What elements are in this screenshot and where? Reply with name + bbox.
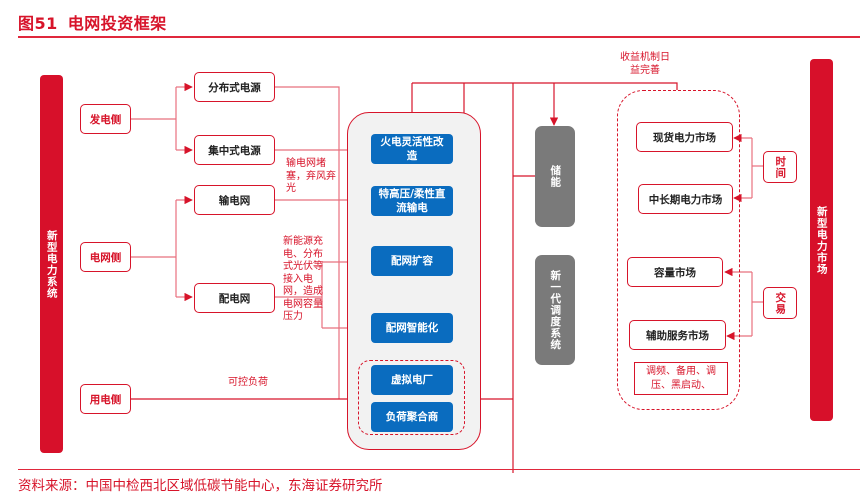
footer-rule: [18, 469, 860, 470]
market-mid-long-term[interactable]: 中长期电力市场: [638, 184, 733, 214]
label-trade-text: 交易: [774, 291, 787, 315]
right-bar-label: 新型电力市场: [815, 205, 828, 275]
investment-load-aggregator-label: 负荷聚合商: [385, 410, 439, 423]
figure-title-text: 电网投资框架: [67, 14, 167, 33]
node-transmission-grid-label: 输电网: [218, 194, 251, 207]
node-distributed-power-label: 分布式电源: [208, 81, 261, 94]
node-transmission-grid[interactable]: 输电网: [194, 185, 275, 215]
node-centralized-power-label: 集中式电源: [208, 144, 261, 157]
investment-thermal-flexibility[interactable]: 火电灵活性改造: [371, 134, 453, 164]
right-bar-new-power-market: 新型电力市场: [810, 59, 833, 421]
node-centralized-power[interactable]: 集中式电源: [194, 135, 275, 165]
market-ancillary-note-text: 调频、备用、调压、黑启动、: [646, 366, 716, 391]
market-ancillary[interactable]: 辅助服务市场: [629, 320, 726, 350]
note-distribution-pressure: 新能源充电、分布式光伏等接入电网，造成电网容量压力: [283, 236, 323, 322]
market-capacity-label: 容量市场: [654, 266, 696, 279]
investment-distribution-expansion-label: 配网扩容: [391, 254, 433, 267]
node-distribution-grid[interactable]: 配电网: [194, 283, 275, 313]
investment-distribution-smart-label: 配网智能化: [385, 321, 439, 334]
figure-title: 图51 电网投资框架: [18, 10, 167, 34]
vpp-group: [358, 360, 465, 435]
source-note: 资料来源：中国中检西北区域低碳节能中心，东海证券研究所: [18, 478, 383, 494]
node-dispatch-system[interactable]: 新一代调度系统: [535, 255, 575, 365]
left-bar-new-power-system: 新型电力系统: [40, 75, 63, 453]
title-underline: [18, 36, 860, 38]
market-ancillary-label: 辅助服务市场: [646, 329, 709, 342]
investment-thermal-flexibility-label: 火电灵活性改造: [380, 135, 444, 162]
investment-uhv-flexible-dc-label: 特高压/柔性直流输电: [378, 187, 446, 214]
node-grid-side[interactable]: 电网侧: [80, 242, 131, 272]
investment-distribution-expansion[interactable]: 配网扩容: [371, 246, 453, 276]
note-transmission-congestion: 输电网堵塞，弃风弃光: [286, 158, 336, 194]
market-ancillary-note: 调频、备用、调压、黑启动、: [634, 362, 728, 395]
node-consumption-side-label: 用电侧: [89, 393, 122, 406]
market-capacity[interactable]: 容量市场: [627, 257, 723, 287]
market-spot[interactable]: 现货电力市场: [636, 122, 733, 152]
investment-load-aggregator[interactable]: 负荷聚合商: [371, 402, 453, 432]
node-generation-side-label: 发电侧: [89, 113, 122, 126]
node-consumption-side[interactable]: 用电侧: [80, 384, 131, 414]
market-mid-long-term-label: 中长期电力市场: [648, 193, 723, 206]
node-energy-storage-label: 储能: [549, 165, 562, 188]
investment-virtual-power-plant-label: 虚拟电厂: [391, 373, 433, 386]
node-energy-storage[interactable]: 储能: [535, 126, 575, 227]
note-controllable-load: 可控负荷: [228, 377, 268, 388]
label-trade: 交易: [763, 287, 797, 319]
investment-virtual-power-plant[interactable]: 虚拟电厂: [371, 365, 453, 395]
node-grid-side-label: 电网侧: [89, 251, 122, 264]
line-revenue-top: [412, 82, 678, 90]
market-spot-label: 现货电力市场: [653, 131, 716, 144]
left-bar-label: 新型电力系统: [45, 229, 58, 299]
node-generation-side[interactable]: 发电侧: [80, 104, 131, 134]
node-distributed-power[interactable]: 分布式电源: [194, 72, 275, 102]
node-dispatch-system-label: 新一代调度系统: [549, 269, 562, 351]
market-group: [617, 90, 740, 410]
label-time: 时间: [763, 151, 797, 183]
label-time-text: 时间: [774, 155, 787, 179]
figure-number: 图51: [18, 14, 58, 33]
note-revenue-mechanism: 收益机制日益完善: [620, 52, 670, 76]
investment-uhv-flexible-dc[interactable]: 特高压/柔性直流输电: [371, 186, 453, 216]
investment-distribution-smart[interactable]: 配网智能化: [371, 313, 453, 343]
node-distribution-grid-label: 配电网: [218, 292, 251, 305]
